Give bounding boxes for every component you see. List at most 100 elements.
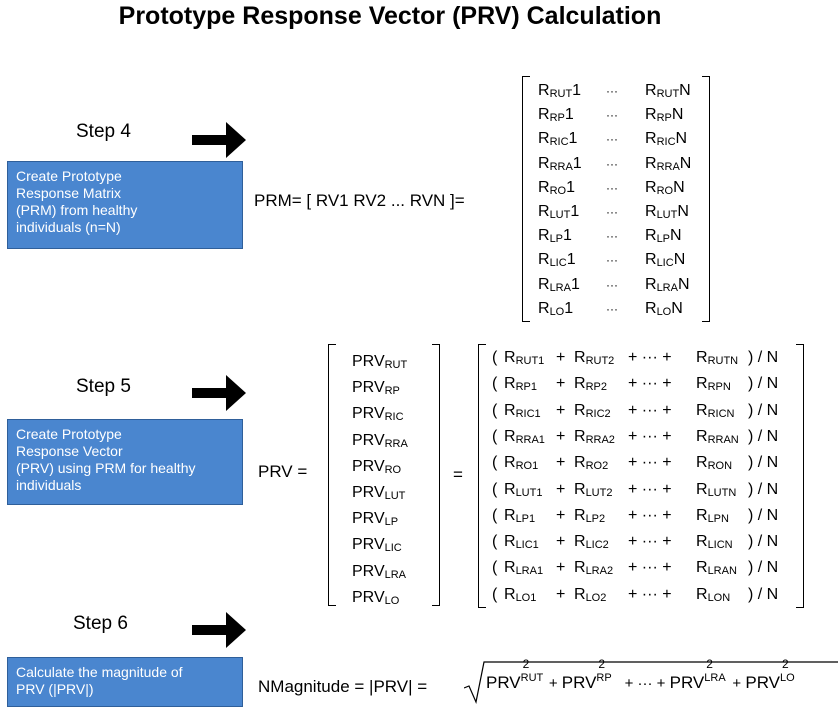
sum-term-n: RLPN	[696, 506, 729, 525]
prm-cell-sub: LUT	[656, 209, 678, 221]
prv-equation-lhs: PRV =	[258, 462, 308, 481]
prm-cell-first: RLUT1	[538, 203, 580, 221]
sum-plus: +	[556, 375, 566, 393]
prv-vector-entry: PRVRUT	[352, 353, 408, 371]
sum-plus: +	[556, 506, 566, 524]
prm-cell-last: RRICN	[645, 130, 688, 149]
prm-cell-sub: LUT	[549, 209, 571, 221]
prv-entry-sub: LO	[384, 594, 400, 607]
sum-middle: + ··· +	[628, 559, 672, 577]
step-6-box-line: PRV (|PRV|)	[16, 681, 94, 697]
step-5-box-line: Response Vector	[16, 443, 123, 459]
sum-term-1: RRO1	[504, 454, 539, 473]
sum-term-n: RRICN	[696, 401, 735, 420]
square-root-symbol	[464, 661, 838, 704]
sum-term-n: RLON	[696, 585, 731, 604]
prm-matrix-row: RRO1···RRON	[538, 176, 700, 200]
prv-vector-entry: PRVRO	[352, 457, 402, 476]
sum-term-sub: RUT1	[515, 355, 545, 367]
prm-cell-last: RRUTN	[645, 82, 691, 100]
sum-term-sub: LO1	[515, 591, 537, 604]
prm-cell-sub: RO	[656, 184, 674, 197]
prm-cell-sub: LRA	[656, 281, 678, 294]
prv-vector-entry: PRVLUT	[352, 484, 406, 502]
sum-plus: +	[556, 349, 566, 366]
prv-vector-entry: PRVLRA	[352, 562, 407, 581]
prv-entry-sub: LRA	[384, 568, 407, 581]
sum-term-2: RLRA2	[574, 559, 614, 578]
sum-plus: +	[556, 401, 566, 419]
sum-open-paren: (	[492, 585, 498, 603]
sum-term-1: RRRA1	[504, 427, 545, 446]
sum-plus: +	[556, 454, 566, 472]
sum-term-1: RRP1	[504, 375, 537, 394]
sum-plus: +	[556, 533, 566, 551]
sum-term-1: RLUT1	[504, 480, 543, 499]
prv-sum-row: (RRUT1+RRUT2+ ··· +RRUTN) / N	[490, 346, 794, 370]
prv-sum-row: (RLIC1+RLIC2+ ··· +RLICN) / N	[490, 530, 794, 554]
prv-entry-sub: LIC	[384, 542, 402, 555]
sum-open-paren: (	[492, 427, 498, 445]
step-4-label: Step 4	[76, 121, 131, 142]
prm-cell-sub: RRA	[549, 160, 573, 173]
sum-term-sub: RRA2	[585, 433, 615, 446]
sum-middle: + ··· +	[628, 533, 672, 551]
prm-matrix-row: RLRA1···RLRAN	[538, 273, 700, 297]
sum-term-1: RLO1	[504, 585, 537, 604]
prv-entry-sub: RIC	[384, 411, 404, 424]
prv-entry-sub: RUT	[384, 359, 408, 371]
sum-term-sub: RO1	[515, 460, 539, 473]
sum-term-1: RRUT1	[504, 349, 545, 367]
sum-middle: + ··· +	[628, 349, 672, 366]
prm-matrix-row: RRRA1···RRRAN	[538, 152, 700, 176]
step-5-box-line: (PRV) using PRM for healthy	[16, 460, 196, 476]
sum-term-sub: RON	[707, 460, 733, 473]
prm-cell-sub: LP	[656, 233, 671, 246]
prv-entry-sub: RO	[384, 463, 402, 476]
prm-cell-sub: LIC	[549, 257, 567, 270]
prv-left-bracket	[328, 344, 336, 606]
sum-term-1: RRIC1	[504, 401, 541, 420]
sum-middle: + ··· +	[628, 506, 672, 524]
sum-term-sub: LUT2	[585, 486, 613, 499]
sum-term-2: RRUT2	[574, 349, 615, 367]
prm-cell-sub: RO	[549, 184, 567, 197]
sum-term-sub: RPN	[707, 381, 731, 394]
magnitude-term-sup: 2	[706, 657, 713, 671]
sum-left-bracket	[478, 344, 486, 608]
sum-plus: +	[556, 559, 566, 577]
sum-term-n: RRRAN	[696, 427, 739, 446]
step-5-box-line: Create Prototype	[16, 426, 122, 442]
prm-cell-sub: RUT	[549, 88, 573, 100]
sum-term-sub: LRAN	[707, 565, 737, 578]
sum-open-paren: (	[492, 506, 498, 524]
prv-sum-row: (RLRA1+RLRA2+ ··· +RLRAN) / N	[490, 556, 794, 580]
prv-sum-row: (RRRA1+RRRA2+ ··· +RRRAN) / N	[490, 425, 794, 449]
prm-cell-last: RLICN	[645, 251, 686, 270]
prm-cell-dots: ···	[606, 301, 618, 316]
prm-cell-dots: ···	[606, 205, 618, 219]
sum-term-sub: LP2	[585, 512, 606, 525]
sum-term-sub: LRA2	[585, 565, 614, 578]
sum-term-2: RRRA2	[574, 427, 615, 446]
prm-matrix-row: RLO1···RLON	[538, 297, 700, 321]
prm-cell-first: RLIC1	[538, 251, 576, 270]
step-4-box-line: Response Matrix	[16, 185, 122, 201]
diagram-title: Prototype Response Vector (PRV) Calculat…	[118, 2, 662, 30]
magnitude-term-sub: LRA	[704, 672, 726, 684]
sum-term-2: RRO2	[574, 454, 609, 473]
sum-open-paren: (	[492, 349, 498, 366]
prv-entry-sub: LP	[384, 516, 399, 529]
prm-cell-dots: ···	[606, 180, 618, 195]
prv-vector-entry: PRVLP	[352, 510, 399, 529]
magnitude-equation-lhs: NMagnitude = |PRV| =	[258, 677, 428, 696]
step-6-label: Step 6	[73, 613, 128, 634]
prm-cell-first: RRIC1	[538, 130, 578, 149]
prm-cell-sub: RRA	[656, 160, 680, 173]
sum-term-sub: RP2	[585, 381, 607, 394]
magnitude-operator: + ··· +	[620, 675, 670, 692]
prv-sum-row: (RRP1+RRP2+ ··· +RRPN) / N	[490, 372, 794, 396]
